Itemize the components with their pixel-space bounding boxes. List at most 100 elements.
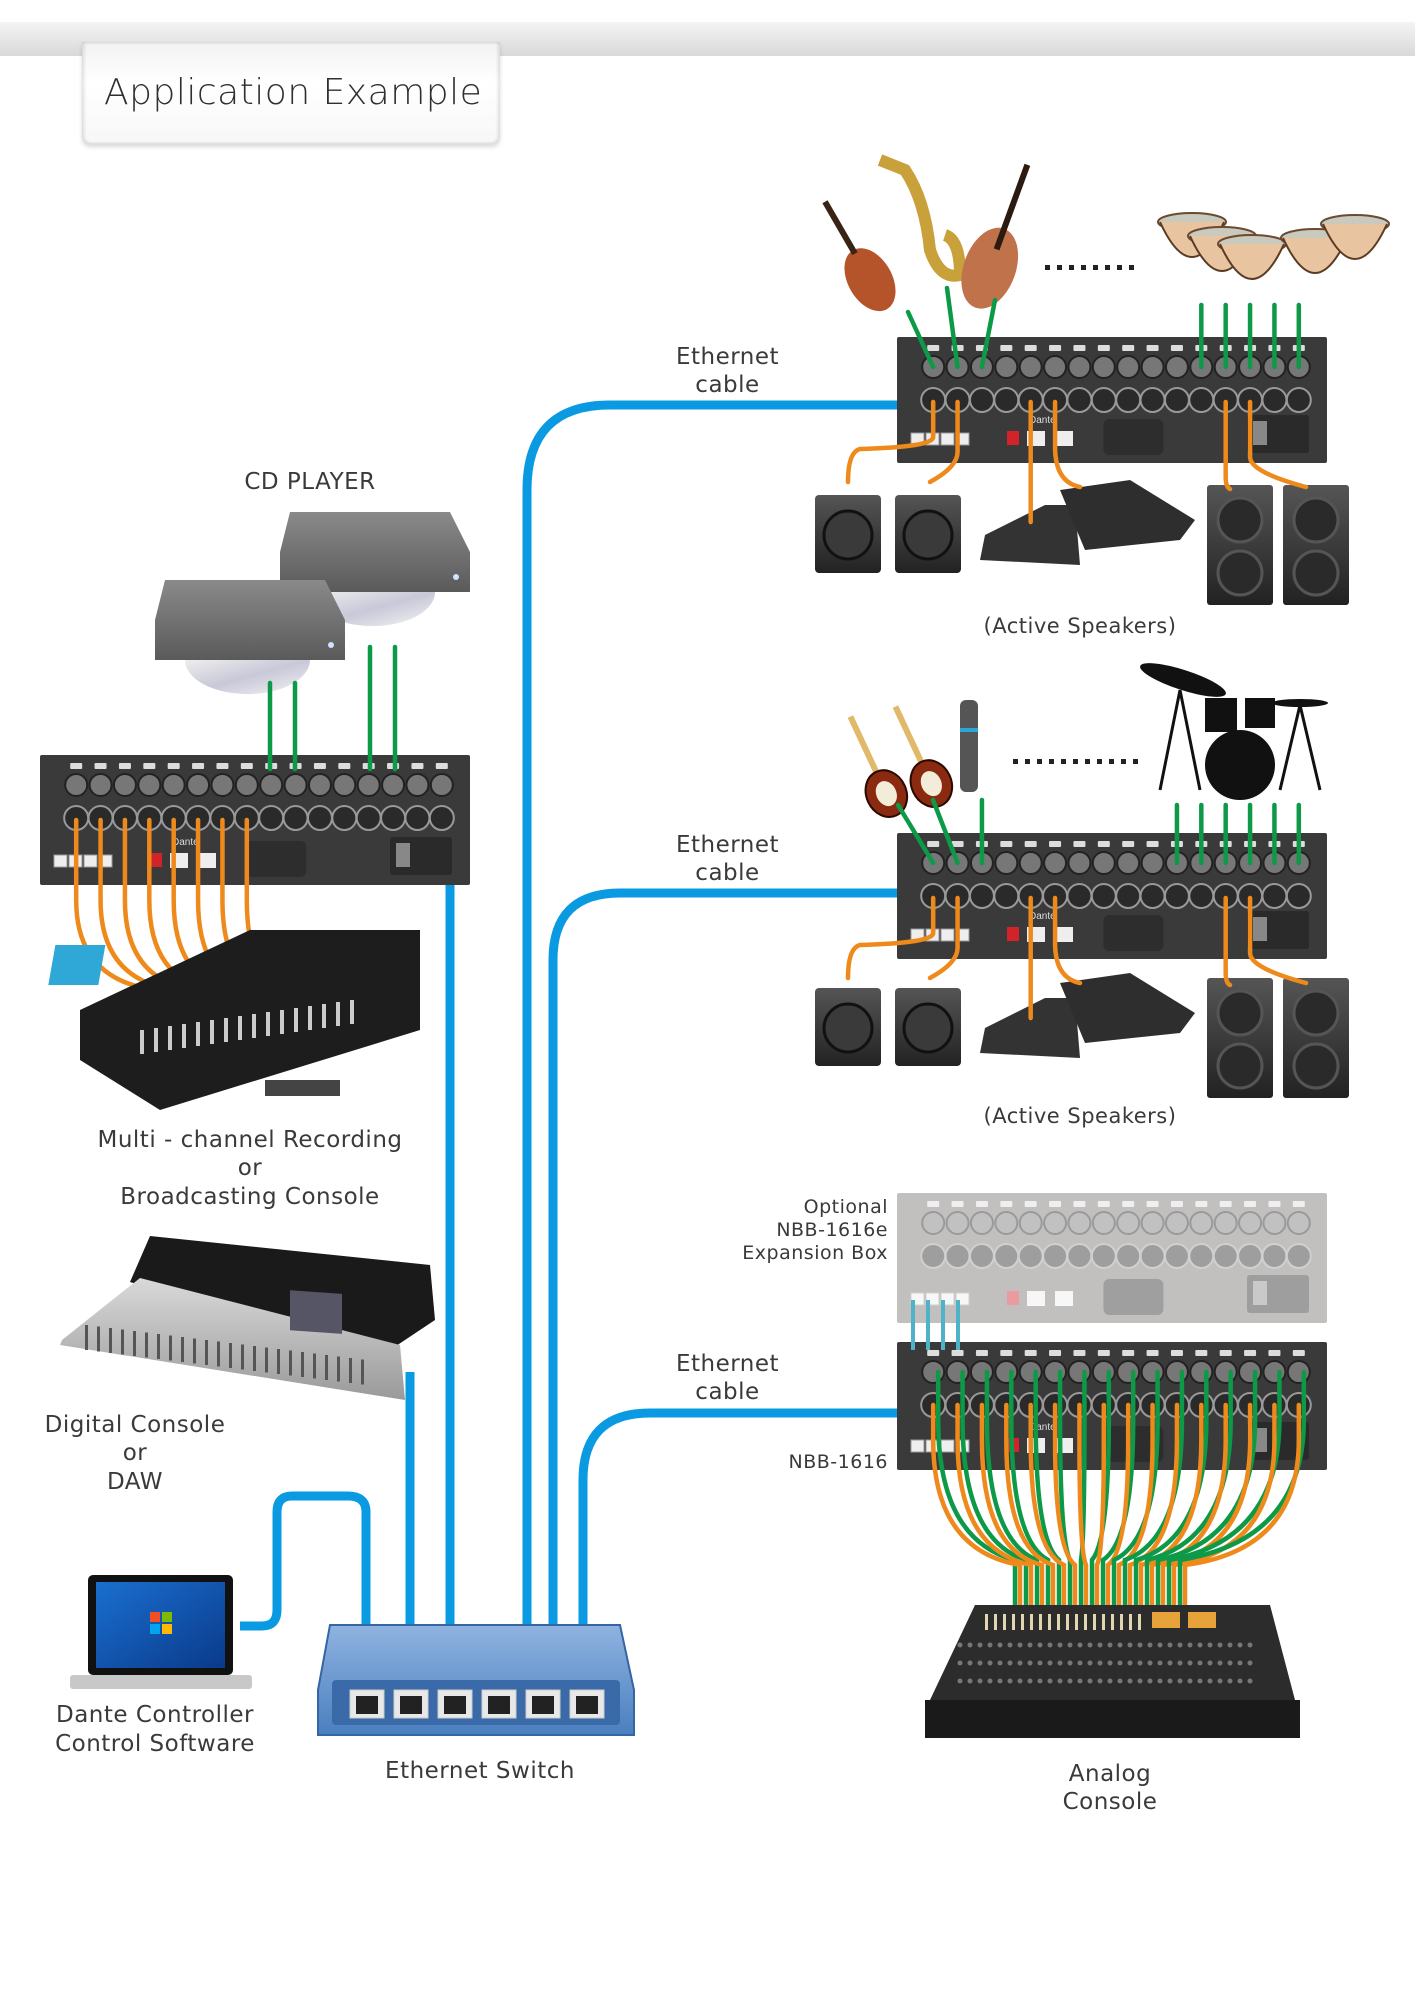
output-cable[interactable] bbox=[1160, 1402, 1253, 1608]
output-cable[interactable] bbox=[1052, 1402, 1078, 1608]
input-cable[interactable] bbox=[1009, 1369, 1051, 1608]
drum-kit-icon bbox=[1140, 663, 1328, 800]
output-cable[interactable] bbox=[1052, 399, 1083, 490]
xlr-output-jack bbox=[1188, 1243, 1215, 1269]
ethernet-switch-label: Ethernet Switch bbox=[385, 1758, 575, 1784]
fader bbox=[210, 1020, 214, 1044]
xlr-output-jack bbox=[920, 1243, 947, 1269]
input-cable[interactable] bbox=[984, 1369, 1040, 1608]
output-cable[interactable] bbox=[955, 1402, 1034, 1608]
primary-port bbox=[1027, 1291, 1045, 1306]
laptop-icon bbox=[70, 1575, 252, 1689]
xlr-output-jack bbox=[1285, 1243, 1312, 1269]
output-cable[interactable] bbox=[1028, 1402, 1067, 1608]
xlr-input-jack bbox=[1018, 355, 1043, 379]
jack-tab bbox=[70, 763, 83, 769]
ethernet-cable-nbb1616[interactable] bbox=[578, 1408, 897, 1625]
stage-monitor-icon bbox=[980, 998, 1080, 1058]
knob bbox=[1177, 1642, 1183, 1648]
fader bbox=[337, 1356, 340, 1382]
input-cable[interactable] bbox=[1155, 1369, 1258, 1608]
switch-port-socket bbox=[356, 1696, 378, 1714]
knob bbox=[1187, 1642, 1193, 1648]
ethernet-cable-laptop[interactable] bbox=[240, 1491, 371, 1631]
output-cable[interactable] bbox=[1004, 1402, 1056, 1608]
speaker-driver bbox=[1216, 1042, 1264, 1090]
xlr-input-jack bbox=[994, 1211, 1019, 1235]
knob bbox=[1047, 1660, 1053, 1666]
ethernet-cable-rack1[interactable] bbox=[522, 400, 897, 1625]
output-cable[interactable] bbox=[1094, 1402, 1107, 1608]
knob bbox=[1237, 1678, 1243, 1684]
fader bbox=[280, 1010, 284, 1034]
digital-console-icon bbox=[60, 1236, 435, 1400]
xlr-input-jack bbox=[234, 773, 259, 797]
xlr-input-jack bbox=[1018, 1360, 1043, 1384]
input-cable[interactable] bbox=[979, 297, 998, 370]
cd-tray bbox=[265, 1080, 340, 1096]
rj45-port bbox=[940, 928, 955, 942]
vent-grille bbox=[246, 841, 307, 877]
xlr-input-jack bbox=[1262, 1360, 1287, 1384]
output-cable[interactable] bbox=[1247, 895, 1309, 986]
output-cable[interactable] bbox=[1052, 895, 1083, 986]
fader bbox=[265, 1347, 268, 1373]
jack-tab bbox=[1122, 1201, 1135, 1207]
jack-tab bbox=[216, 763, 229, 769]
knob bbox=[1237, 1660, 1243, 1666]
jack-tab bbox=[1024, 1201, 1037, 1207]
jack-tab bbox=[143, 763, 156, 769]
secondary-port bbox=[1055, 1438, 1073, 1453]
nbb-1616-label: NBB-1616 bbox=[788, 1451, 888, 1473]
input-cable[interactable] bbox=[1166, 1369, 1282, 1608]
output-cable[interactable] bbox=[1223, 895, 1233, 988]
jack-tab bbox=[927, 1201, 940, 1207]
ellipsis-dot bbox=[1057, 265, 1062, 270]
input-cable[interactable] bbox=[905, 309, 936, 370]
ethernet-cable-rack2[interactable] bbox=[548, 888, 897, 1625]
output-cable[interactable] bbox=[1149, 1402, 1228, 1608]
output-cable[interactable] bbox=[845, 399, 936, 485]
knob bbox=[1187, 1660, 1193, 1666]
jack-tab bbox=[951, 1350, 964, 1356]
input-cable[interactable] bbox=[895, 802, 936, 866]
output-cable[interactable] bbox=[927, 895, 960, 981]
knob bbox=[1247, 1660, 1253, 1666]
xlr-input-jack bbox=[405, 773, 430, 797]
fader bbox=[205, 1340, 208, 1365]
output-cable[interactable] bbox=[1077, 1402, 1089, 1608]
vent-grille bbox=[1103, 419, 1164, 455]
output-cable[interactable] bbox=[1223, 399, 1233, 492]
xlr-output-jack bbox=[1017, 1243, 1044, 1269]
xlr-output-jack bbox=[428, 805, 455, 831]
output-cable[interactable] bbox=[927, 399, 960, 485]
output-cable[interactable] bbox=[1182, 1402, 1302, 1608]
input-cable[interactable] bbox=[944, 285, 960, 370]
output-cable[interactable] bbox=[1105, 1402, 1131, 1608]
output-cable[interactable] bbox=[979, 1402, 1045, 1608]
power-led bbox=[453, 574, 459, 580]
knob bbox=[1057, 1678, 1063, 1684]
xlr-input-jack bbox=[1140, 1360, 1165, 1384]
vu-meter bbox=[1188, 1612, 1216, 1628]
jack-tab bbox=[1219, 1201, 1232, 1207]
secondary-port bbox=[1055, 927, 1073, 942]
meter bbox=[1048, 1614, 1051, 1630]
input-cable[interactable] bbox=[930, 797, 960, 866]
knob bbox=[1237, 1642, 1243, 1648]
output-cable[interactable] bbox=[930, 1402, 1023, 1608]
output-cable[interactable] bbox=[1116, 1402, 1155, 1608]
speaker-cone bbox=[902, 1002, 954, 1054]
output-cable[interactable] bbox=[1247, 399, 1309, 490]
vent-grille bbox=[1103, 915, 1164, 951]
input-cable[interactable] bbox=[960, 1369, 1029, 1608]
meter bbox=[1066, 1614, 1069, 1630]
ellipsis-dot bbox=[1109, 759, 1114, 764]
jack-tab bbox=[1049, 1201, 1062, 1207]
knob bbox=[957, 1642, 963, 1648]
input-cable[interactable] bbox=[1078, 1369, 1087, 1608]
output-cable[interactable] bbox=[845, 895, 936, 981]
jack-tab bbox=[1146, 841, 1159, 847]
input-cable[interactable] bbox=[1144, 1369, 1233, 1608]
input-cable[interactable] bbox=[1177, 1369, 1307, 1608]
